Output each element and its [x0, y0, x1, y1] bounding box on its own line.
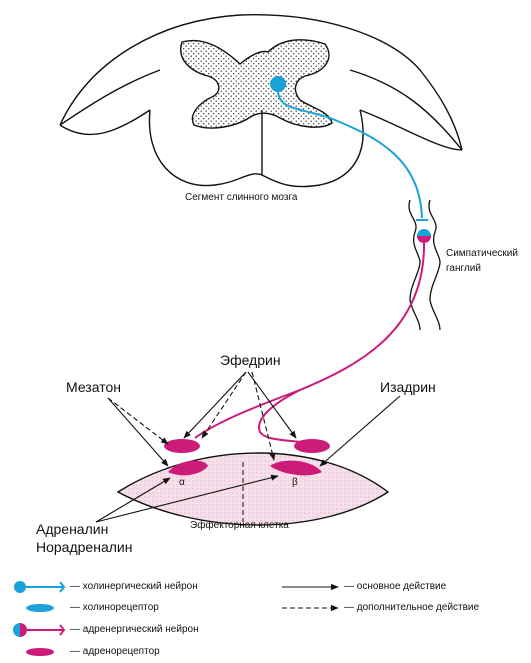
adrenoreceptor-upper-right: [294, 439, 330, 453]
alpha-label: α: [179, 477, 185, 488]
legend-adrenergic-neuron-symbol: [13, 623, 66, 637]
gray-matter: [180, 39, 333, 129]
spinal-cord-label: Сегмент слинного мозга: [185, 192, 298, 203]
ganglion-label-line1: Симпатический: [446, 248, 518, 259]
legend-main-action-text: — основное действие: [344, 581, 447, 592]
legend-cholinoreceptor-text: — холинорецептор: [70, 602, 159, 613]
alpha-adrenoreceptor: [168, 460, 208, 476]
legend-cholinergic-neuron-text: — холинергический нейрон: [70, 581, 198, 592]
mezaton-arrows: [107, 397, 169, 467]
legend-additional-action-text: — дополнительное действие: [344, 602, 480, 613]
noradrenaline-label: Норадреналин: [36, 539, 133, 555]
ganglion-outline-right: [428, 199, 441, 331]
beta-adrenoreceptor: [270, 460, 322, 476]
izadrin-arrow: [319, 395, 401, 467]
cholinergic-preganglionic-neuron: [270, 76, 428, 221]
ganglion-label-line2: ганглий: [446, 263, 481, 274]
adrenoreceptor-upper-left: [164, 439, 200, 453]
legend-adrenoreceptor-symbol: [26, 648, 54, 656]
spinal-cord-segment: [59, 14, 463, 188]
legend-cholinergic-neuron-symbol: [14, 581, 66, 593]
effector-cell-label: Эффекторная клетка: [190, 520, 289, 531]
ganglion-outline: [408, 199, 421, 331]
legend-cholinoreceptor-symbol: [26, 604, 54, 612]
adrenergic-postganglionic-neuron: [194, 242, 426, 443]
ephedrine-label: Эфедрин: [220, 352, 281, 368]
ephedrine-arrows: [183, 371, 297, 461]
mezaton-label: Мезатон: [66, 379, 121, 395]
izadrin-label: Изадрин: [380, 379, 436, 395]
beta-label: β: [292, 477, 298, 488]
legend-adrenoreceptor-text: — адренорецептор: [70, 646, 160, 657]
ganglion-neuron-body: [417, 229, 431, 243]
adrenaline-arrows: [95, 474, 279, 523]
adrenaline-label: Адреналин: [36, 521, 109, 537]
effector-cell: [116, 452, 390, 526]
legend-adrenergic-neuron-text: — адренергический нейрон: [70, 624, 199, 635]
